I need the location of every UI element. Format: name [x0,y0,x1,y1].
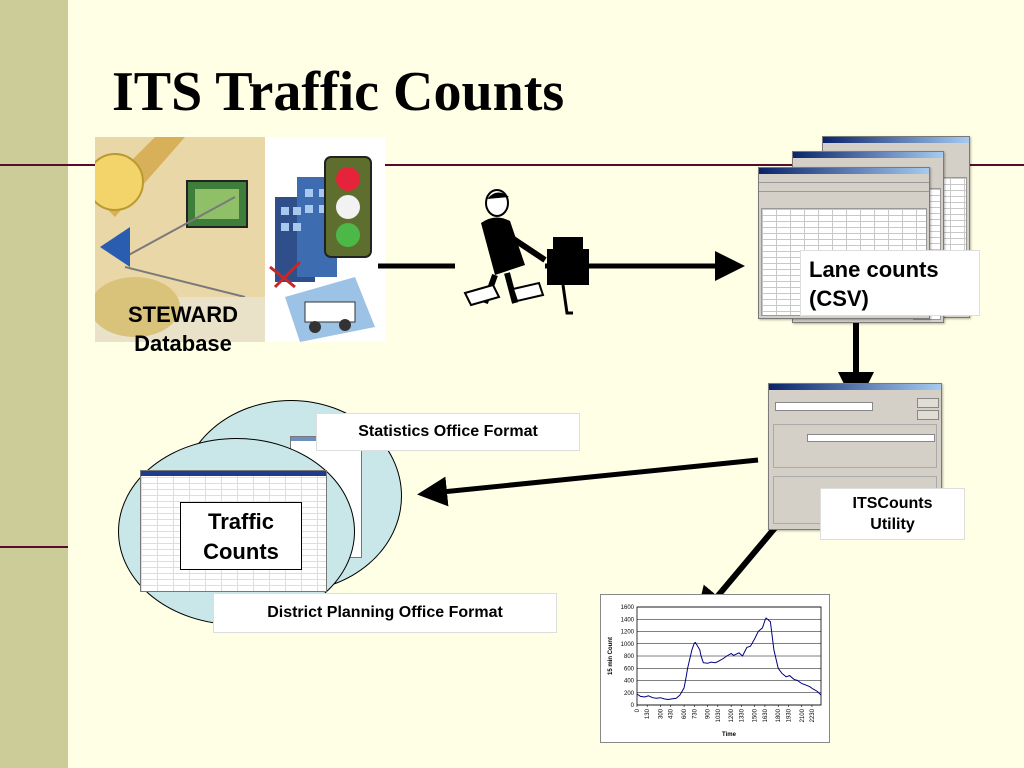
x-tick-label: 1030 [716,708,722,722]
y-tick-label: 1400 [621,617,635,623]
traffic-counts-label: Traffic Counts [180,502,302,570]
lane-counts-line2: (CSV) [809,286,869,311]
bottom-rule [0,546,68,548]
chart-svg: 0 200 400 600 800 1000 1200 1400 1600 0 130 300 430 6… [608,605,822,738]
x-tick-label: 1630 [763,708,769,722]
arrow-utility-to-counts [417,457,759,507]
statistics-office-format-label: Statistics Office Format [316,413,580,451]
series-line [636,617,822,701]
y-tick-label: 1600 [621,605,635,611]
y-tick-label: 0 [631,703,635,709]
person-at-computer-clipart [455,185,605,315]
x-axis-title: Time [722,732,737,738]
x-tick-label: 2230 [810,708,816,722]
top-rule-right [384,164,1024,166]
y-tick-label: 1000 [621,642,635,648]
traffic-count-chart: 0 200 400 600 800 1000 1200 1400 1600 0 130 300 430 6… [600,594,830,743]
lane-counts-label: Lane counts (CSV) [800,250,980,316]
x-tick-label: 130 [645,708,651,719]
x-tick-label: 600 [682,708,688,719]
steward-label-line1: STEWARD [128,302,238,327]
top-rule-left [0,164,96,166]
x-tick-label: 2100 [800,708,806,722]
utility-label-line2: Utility [870,516,915,533]
itscounts-utility-label: ITSCounts Utility [820,488,965,540]
y-axis-title: 15 min Count [608,637,614,675]
x-tick-label: 1500 [753,708,759,722]
y-tick-label: 400 [624,679,635,685]
x-tick-label: 900 [706,708,712,719]
steward-database-label: STEWARD Database [98,300,268,358]
left-accent-band [0,0,68,768]
x-tick-label: 1200 [729,708,735,722]
x-tick-label: 730 [692,708,698,719]
y-tick-label: 800 [624,654,635,660]
x-tick-label: 1330 [739,708,745,722]
lane-counts-line1: Lane counts [809,257,939,282]
x-tick-label: 300 [659,708,665,719]
steward-clipart [86,137,385,342]
traffic-counts-line2: Counts [203,539,279,564]
utility-label-line1: ITSCounts [852,495,933,512]
x-tick-label: 1800 [776,708,782,722]
y-tick-label: 1200 [621,630,635,636]
x-tick-label: 430 [669,708,675,719]
district-planning-office-format-label: District Planning Office Format [213,593,557,633]
traffic-counts-line1: Traffic [207,509,275,534]
steward-label-line2: Database [134,331,232,356]
y-tick-label: 600 [624,666,635,672]
y-tick-label: 200 [624,691,635,697]
x-tick-label: 1930 [786,708,792,722]
x-tick-label: 0 [635,708,641,712]
slide-title: ITS Traffic Counts [112,61,565,123]
